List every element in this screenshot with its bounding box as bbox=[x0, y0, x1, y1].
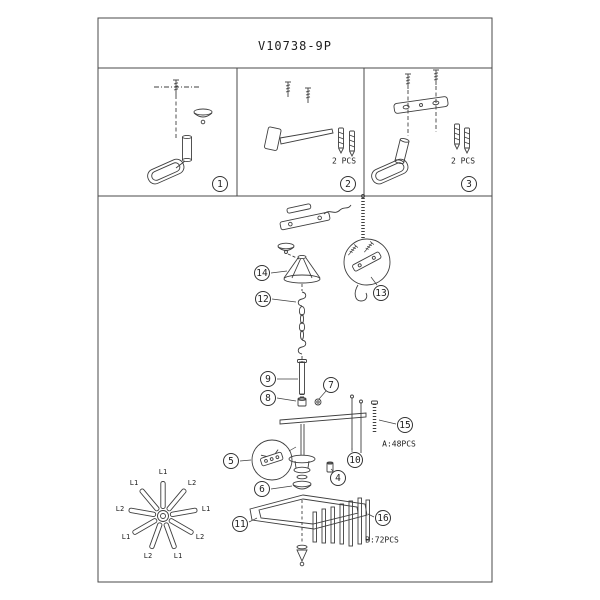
part-callout-16: 16 bbox=[375, 510, 391, 526]
part-callout-7: 7 bbox=[323, 377, 339, 393]
arm-label-7: L2 bbox=[115, 505, 125, 513]
part-callout-2: 2 bbox=[340, 176, 356, 192]
part-callout-9: 9 bbox=[260, 371, 276, 387]
mounting-bracket-art bbox=[279, 194, 365, 239]
part-callout-10: 10 bbox=[347, 452, 363, 468]
panel1-step-art bbox=[147, 79, 213, 185]
panel2-step-art bbox=[264, 81, 355, 157]
frame-slats-art bbox=[249, 494, 370, 567]
hardware-b-qty-label: B:72PCS bbox=[365, 535, 399, 545]
part-callout-8: 8 bbox=[260, 390, 276, 406]
arm-label-8: L1 bbox=[129, 479, 139, 487]
part-callout-5: 5 bbox=[223, 453, 239, 469]
arm-label-5: L2 bbox=[143, 552, 153, 560]
hammer-icon bbox=[264, 126, 282, 151]
hardware-a-qty-label: A:48PCS bbox=[382, 439, 416, 449]
page-borders bbox=[97, 17, 493, 583]
part-callout-1: 1 bbox=[212, 176, 228, 192]
part-callout-11: 11 bbox=[232, 516, 248, 532]
part5-detail-art bbox=[251, 439, 297, 481]
arm-label-2: L1 bbox=[201, 505, 211, 513]
arm-label-0: L1 bbox=[158, 468, 168, 476]
part-callout-13: 13 bbox=[373, 285, 389, 301]
part-callout-4: 4 bbox=[330, 470, 346, 486]
canopy-chain-art bbox=[277, 242, 322, 407]
part13-detail-art bbox=[343, 238, 391, 302]
page-title: V10738-9P bbox=[257, 39, 333, 53]
part-callout-12: 12 bbox=[255, 291, 271, 307]
arm-label-4: L1 bbox=[173, 552, 183, 560]
panel3-qty-label: 2 PCS bbox=[450, 156, 476, 166]
part-callout-15: 15 bbox=[397, 417, 413, 433]
part-callout-14: 14 bbox=[254, 265, 270, 281]
arm-label-6: L1 bbox=[121, 533, 131, 541]
arm-layout-star bbox=[128, 481, 198, 550]
body-hub-art bbox=[279, 394, 378, 490]
part-callout-6: 6 bbox=[254, 481, 270, 497]
panel2-qty-label: 2 PCS bbox=[331, 156, 357, 166]
arm-label-3: L2 bbox=[195, 533, 205, 541]
arm-label-1: L2 bbox=[187, 479, 197, 487]
part-callout-3: 3 bbox=[461, 176, 477, 192]
panel3-step-art bbox=[371, 69, 470, 185]
